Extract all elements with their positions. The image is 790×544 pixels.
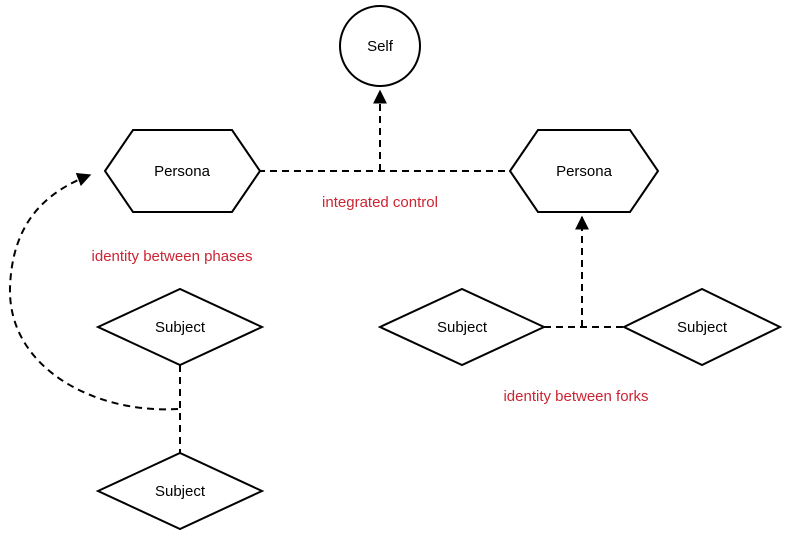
edge-phase-to-persona-curve [8, 173, 179, 411]
node-self-label: Self [367, 38, 394, 55]
label-identity-between-forks: identity between forks [503, 388, 648, 405]
subject-fork-right-diamond-shape [621, 287, 783, 367]
label-identity-between-phases: identity between phases [92, 248, 253, 265]
node-subject-phase-bottom-label: Subject [155, 483, 206, 500]
self-circle-shape [339, 5, 421, 87]
persona-left-hexagon-shape [103, 129, 262, 213]
node-persona-left-label: Persona [154, 163, 211, 180]
node-subject-fork-left-label: Subject [437, 319, 488, 336]
node-subject-phase-top-label: Subject [155, 319, 206, 336]
subject-phase-bottom-diamond-shape [95, 451, 265, 531]
node-self: Self [339, 5, 421, 87]
label-integrated-control: integrated control [322, 194, 438, 211]
subject-fork-left-diamond-shape [377, 287, 547, 367]
node-subject-fork-right-label: Subject [677, 319, 728, 336]
node-subject-phase-top: Subject [95, 287, 265, 367]
node-persona-right: Persona [508, 129, 660, 213]
node-persona-left: Persona [103, 129, 262, 213]
subject-phase-top-diamond-shape [95, 287, 265, 367]
node-subject-fork-right: Subject [621, 287, 783, 367]
node-persona-right-label: Persona [556, 163, 613, 180]
node-subject-phase-bottom: Subject [95, 451, 265, 531]
node-subject-fork-left: Subject [377, 287, 547, 367]
persona-right-hexagon-shape [508, 129, 660, 213]
